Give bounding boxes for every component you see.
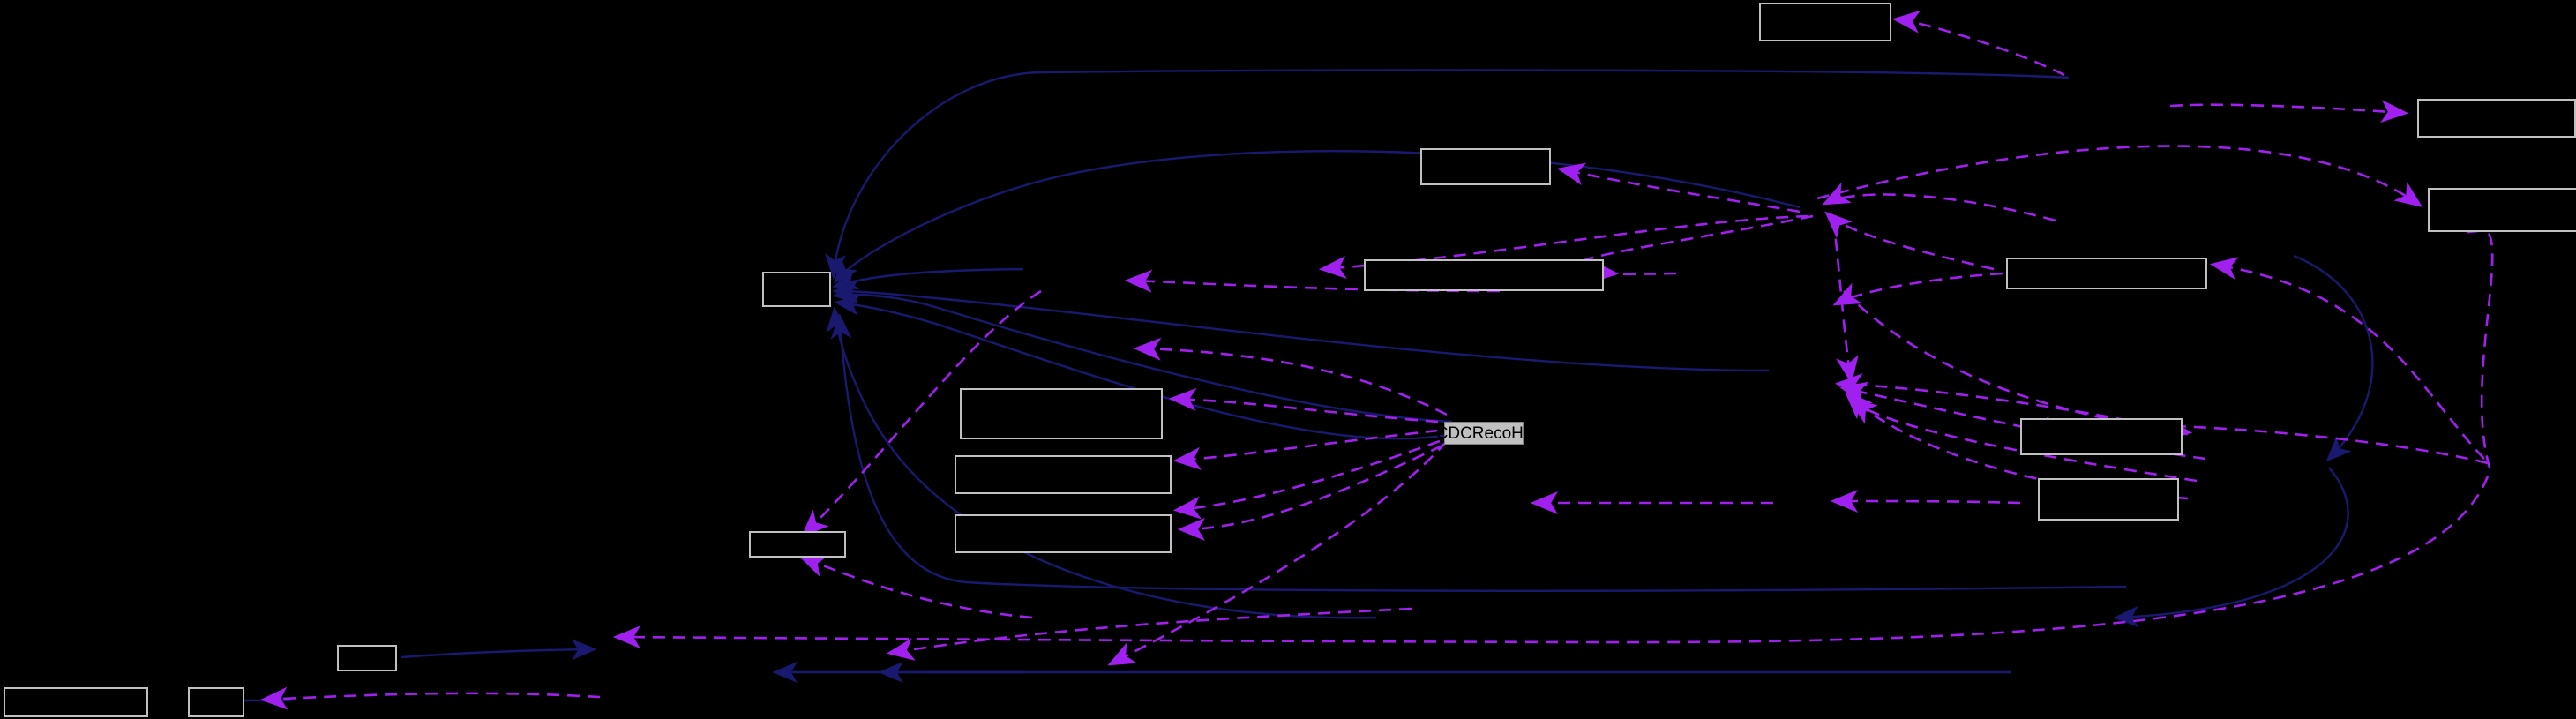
graph-node-label: CDCRecoHit <box>1435 423 1532 443</box>
graph-node-right-1[interactable] <box>2006 258 2207 289</box>
graph-node-bottom-left-4[interactable] <box>4 687 148 717</box>
graph-node-bottom-left-1[interactable] <box>749 531 846 558</box>
graph-node-top-right-1[interactable] <box>2417 99 2576 138</box>
graph-node-right-3[interactable] <box>2038 478 2179 521</box>
graph-node-center-2[interactable] <box>955 455 1172 494</box>
inheritance-edges <box>207 69 2374 711</box>
graph-node-left-hub[interactable] <box>762 272 831 307</box>
graph-node-top-1[interactable] <box>1759 3 1891 41</box>
graph-node-cdcrecohit[interactable]: CDCRecoHit <box>1436 422 1531 445</box>
graph-node-bottom-left-2[interactable] <box>337 645 397 671</box>
graph-node-middle-1[interactable] <box>1420 148 1551 185</box>
usage-edges <box>259 10 2497 710</box>
graph-node-right-2[interactable] <box>2020 418 2183 455</box>
graph-node-top-right-2[interactable] <box>2428 188 2576 232</box>
graph-node-bottom-left-3[interactable] <box>188 687 244 717</box>
graph-node-center-1[interactable] <box>960 388 1163 439</box>
graph-node-middle-2[interactable] <box>1364 259 1604 291</box>
graph-node-center-3[interactable] <box>955 514 1172 553</box>
